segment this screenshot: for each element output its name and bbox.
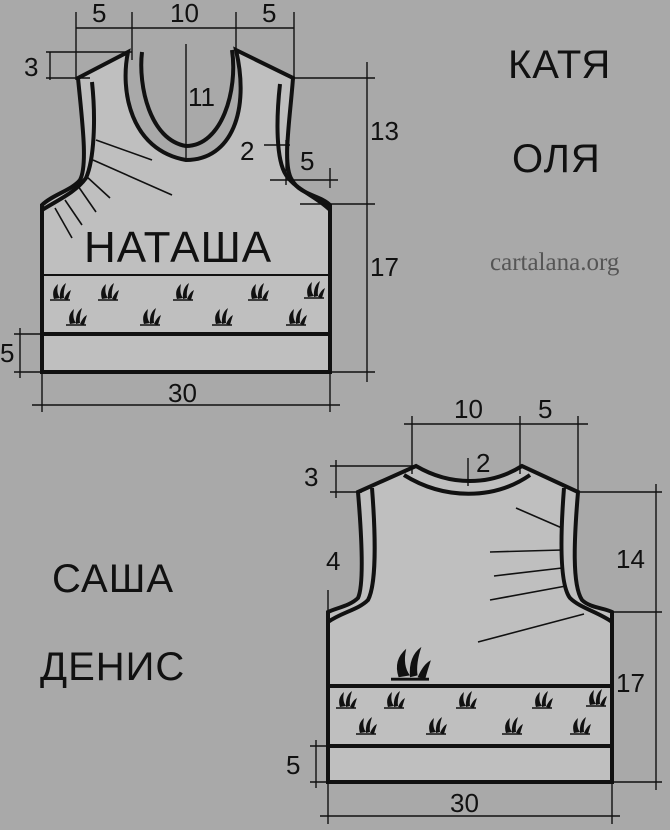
vest-2-dim-shoulder-right: 5: [538, 394, 552, 424]
vest-2-dim-neck-depth: 2: [476, 448, 490, 478]
vest-2-left-armhole-band: [326, 487, 377, 624]
vest-2-dim-armhole-inset: 4: [326, 546, 340, 576]
vest-2-dim-armhole-depth: 14: [616, 544, 645, 574]
vest-1-dim-shoulder-drop: 3: [24, 52, 38, 82]
vest-1-dim-armhole-depth: 13: [370, 116, 399, 146]
vest-2-dimension-lines: [310, 416, 662, 824]
vest-2-dim-width: 30: [450, 788, 479, 818]
vest-1-dim-shoulder-right: 5: [262, 0, 276, 28]
watermark: cartalana.org: [490, 249, 620, 276]
vest-1: 5 10 5 3 11 13 2 5 17 5 30 НАТАША: [0, 0, 399, 412]
vest-1-dim-shoulder-left: 5: [92, 0, 106, 28]
vest-1-left-armhole-band: [40, 81, 96, 212]
vest-1-dim-neck-width: 10: [170, 0, 199, 28]
vest-1-body: [40, 46, 332, 374]
name-denis: ДЕНИС: [40, 645, 185, 689]
vest-1-dim-armhole-band: 2: [240, 136, 254, 166]
vest-1-dim-width: 30: [168, 378, 197, 408]
vest-2-neck-band: [402, 473, 532, 496]
vest-2-dim-side-height: 17: [616, 668, 645, 698]
vest-2-body: [326, 463, 614, 784]
vest-2-dim-neck-width: 10: [454, 394, 483, 424]
vest-2-dim-shoulder-drop: 3: [304, 462, 318, 492]
vest-2: 10 5 2 3 4 14 17 5 30: [286, 394, 662, 824]
vest-1-label: НАТАША: [84, 223, 272, 272]
name-sasha: САША: [52, 557, 174, 601]
vest-1-dim-rib-height: 5: [0, 338, 14, 368]
vest-2-pickup-rays: [477, 507, 585, 643]
vest-1-dim-neck-depth: 11: [188, 82, 215, 112]
vest-2-dim-rib-height: 5: [286, 750, 300, 780]
vest-1-dim-armhole-inset: 5: [300, 146, 314, 176]
name-katya: КАТЯ: [508, 43, 611, 87]
vest-1-dim-side-height: 17: [370, 252, 399, 282]
vest-1-dimension-lines: [14, 12, 375, 412]
vest-1-pickup-rays: [54, 139, 173, 239]
vest-2-right-armhole-band: [559, 487, 614, 624]
name-olya: ОЛЯ: [512, 137, 601, 181]
